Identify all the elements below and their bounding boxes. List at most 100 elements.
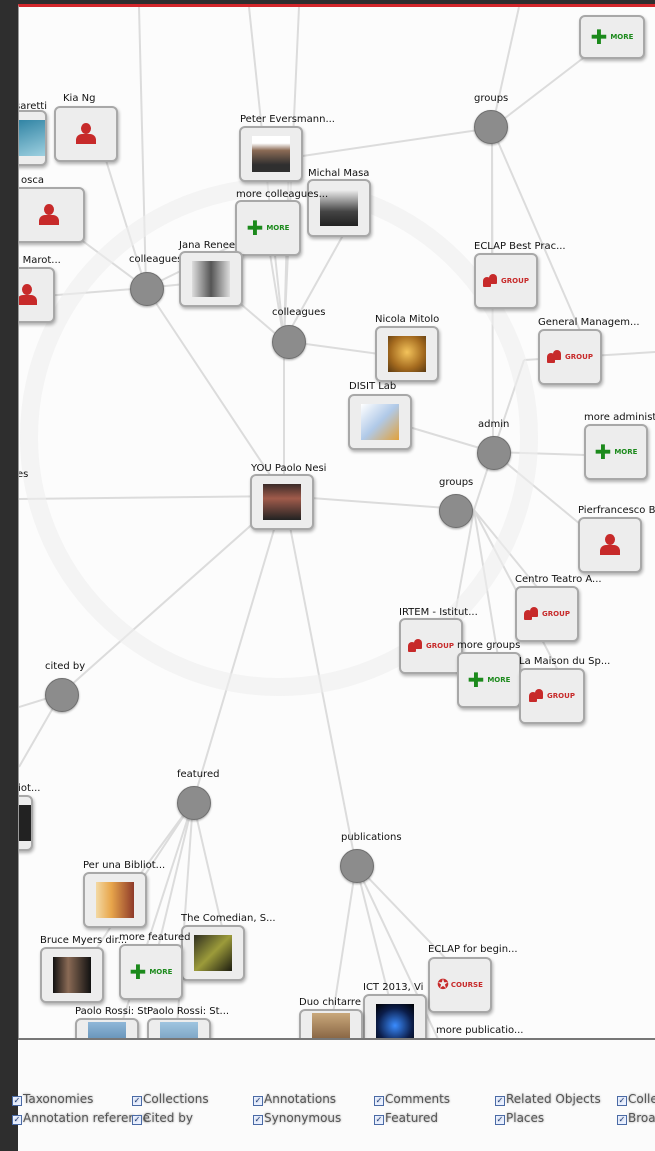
node-label: General Managem...: [538, 317, 640, 328]
node-bliot[interactable]: [19, 795, 33, 851]
hub-label: groups: [439, 477, 474, 488]
node-label: Jana Renee: [179, 240, 236, 251]
hub-label: cited by: [45, 661, 86, 672]
checkbox-icon: ✓: [253, 1115, 263, 1125]
hub-colleagues-left[interactable]: [130, 272, 164, 306]
photo-thumbnail: [361, 404, 399, 440]
hub-groups-mid[interactable]: [439, 494, 473, 528]
node-more-featured[interactable]: ✚MORE: [119, 944, 183, 1000]
more-text: MORE: [610, 33, 634, 41]
filter-checkbox[interactable]: ✓Related Objects: [495, 1092, 601, 1106]
more-text: MORE: [149, 968, 173, 976]
node-michal[interactable]: [307, 179, 371, 237]
checkbox-icon: ✓: [132, 1115, 142, 1125]
node-label: cio Marot...: [19, 255, 61, 266]
filter-checkbox[interactable]: ✓Annotation reference: [12, 1111, 150, 1125]
node-the-comedian[interactable]: [181, 925, 245, 981]
more-text: MORE: [266, 224, 290, 232]
node-label: ECLAP Best Prac...: [474, 241, 566, 252]
node-peter[interactable]: [239, 126, 303, 182]
node-ict-2013[interactable]: [363, 994, 427, 1041]
filter-checkbox[interactable]: ✓Cited by: [132, 1111, 193, 1125]
node-kia-ng[interactable]: [54, 106, 118, 162]
photo-thumbnail: [19, 120, 45, 156]
node-label: The Comedian, S...: [181, 913, 276, 924]
node-disit[interactable]: [348, 394, 412, 450]
node-more-groups[interactable]: ✚MORE: [457, 652, 521, 708]
node-centro-teatro[interactable]: GROUP: [515, 586, 579, 642]
photo-thumbnail: [388, 336, 426, 372]
node-paolo-rossi-2[interactable]: [147, 1018, 211, 1041]
node-label: more colleagues...: [236, 189, 329, 200]
node-label: more administ: [584, 412, 655, 423]
node-label: osca: [21, 175, 44, 186]
hub-groups-top[interactable]: [474, 110, 508, 144]
node-label: bliot...: [18, 783, 41, 794]
node-marot[interactable]: [19, 267, 55, 323]
node-pierfrancesco[interactable]: [578, 517, 642, 573]
node-you-paolo-nesi[interactable]: [250, 474, 314, 530]
checkbox-icon: ✓: [495, 1096, 505, 1106]
node-duo-chitarre[interactable]: [299, 1009, 363, 1041]
hub-label: admin: [478, 419, 510, 430]
node-nicola[interactable]: [375, 326, 439, 382]
group-text: GROUP: [426, 642, 454, 650]
hub-colleagues-mid[interactable]: [272, 325, 306, 359]
node-paolo-rossi-1[interactable]: [75, 1018, 139, 1041]
photo-thumbnail: [88, 1022, 126, 1041]
filter-checkbox[interactable]: ✓Synonymous: [253, 1111, 342, 1125]
filter-checkbox[interactable]: ✓Featured: [374, 1111, 438, 1125]
hub-label: publications: [341, 832, 402, 843]
filter-checkbox[interactable]: ✓Comments: [374, 1092, 451, 1106]
hub-publications[interactable]: [340, 849, 374, 883]
node-label: more publicatio...: [436, 1025, 524, 1036]
group-icon: [529, 689, 545, 703]
group-text: GROUP: [547, 692, 575, 700]
relationship-graph[interactable]: groups colleagues colleagues admin group…: [18, 4, 655, 1041]
plus-icon: ✚: [590, 25, 608, 49]
group-icon: [483, 274, 499, 288]
node-label: Centro Teatro A...: [515, 574, 602, 585]
photo-thumbnail: [252, 136, 290, 172]
hub-label: featured: [177, 769, 220, 780]
node-general[interactable]: GROUP: [538, 329, 602, 385]
node-jana[interactable]: [179, 251, 243, 307]
node-saretti[interactable]: [19, 110, 47, 166]
photo-thumbnail: [192, 261, 230, 297]
user-icon: [19, 284, 38, 306]
checkbox-icon: ✓: [12, 1115, 22, 1125]
filter-checkbox[interactable]: ✓Places: [495, 1111, 545, 1125]
node-label: ECLAP for begin...: [428, 944, 518, 955]
photo-thumbnail: [53, 957, 91, 993]
hub-cited-by[interactable]: [45, 678, 79, 712]
node-la-maison[interactable]: GROUP: [519, 668, 585, 724]
node-label: more featured: [119, 932, 191, 943]
node-bruce-myers[interactable]: [40, 947, 104, 1003]
photo-thumbnail: [263, 484, 301, 520]
group-icon: [408, 639, 424, 653]
node-eclap-best[interactable]: GROUP: [474, 253, 538, 309]
node-per-una-bibliot[interactable]: [83, 872, 147, 928]
filter-checkbox[interactable]: ✓Annotations: [253, 1092, 337, 1106]
hub-label: colleagues: [129, 254, 183, 265]
node-osca[interactable]: [19, 187, 85, 243]
node-more-top[interactable]: ✚MORE: [579, 15, 645, 59]
photo-thumbnail: [376, 1004, 414, 1040]
node-label: saretti: [18, 101, 48, 112]
hub-label: colleagues: [272, 307, 326, 318]
filter-checkbox[interactable]: ✓Taxonomies: [12, 1092, 94, 1106]
node-irtem[interactable]: GROUP: [399, 618, 463, 674]
node-eclap-for-begin[interactable]: ✪COURSE: [428, 957, 492, 1013]
checkbox-icon: ✓: [253, 1096, 263, 1106]
hub-admin[interactable]: [477, 436, 511, 470]
filter-checkbox[interactable]: ✓Colle: [617, 1092, 655, 1106]
photo-thumbnail: [19, 805, 31, 841]
node-label: Per una Bibliot...: [83, 860, 166, 871]
filter-checkbox[interactable]: ✓Broa: [617, 1111, 655, 1125]
plus-icon: ✚: [129, 960, 147, 984]
filter-checkbox[interactable]: ✓Collections: [132, 1092, 209, 1106]
node-more-administ[interactable]: ✚MORE: [584, 424, 648, 480]
node-more-colleagues[interactable]: ✚MORE: [235, 200, 301, 256]
hub-featured[interactable]: [177, 786, 211, 820]
plus-icon: ✚: [246, 216, 264, 240]
